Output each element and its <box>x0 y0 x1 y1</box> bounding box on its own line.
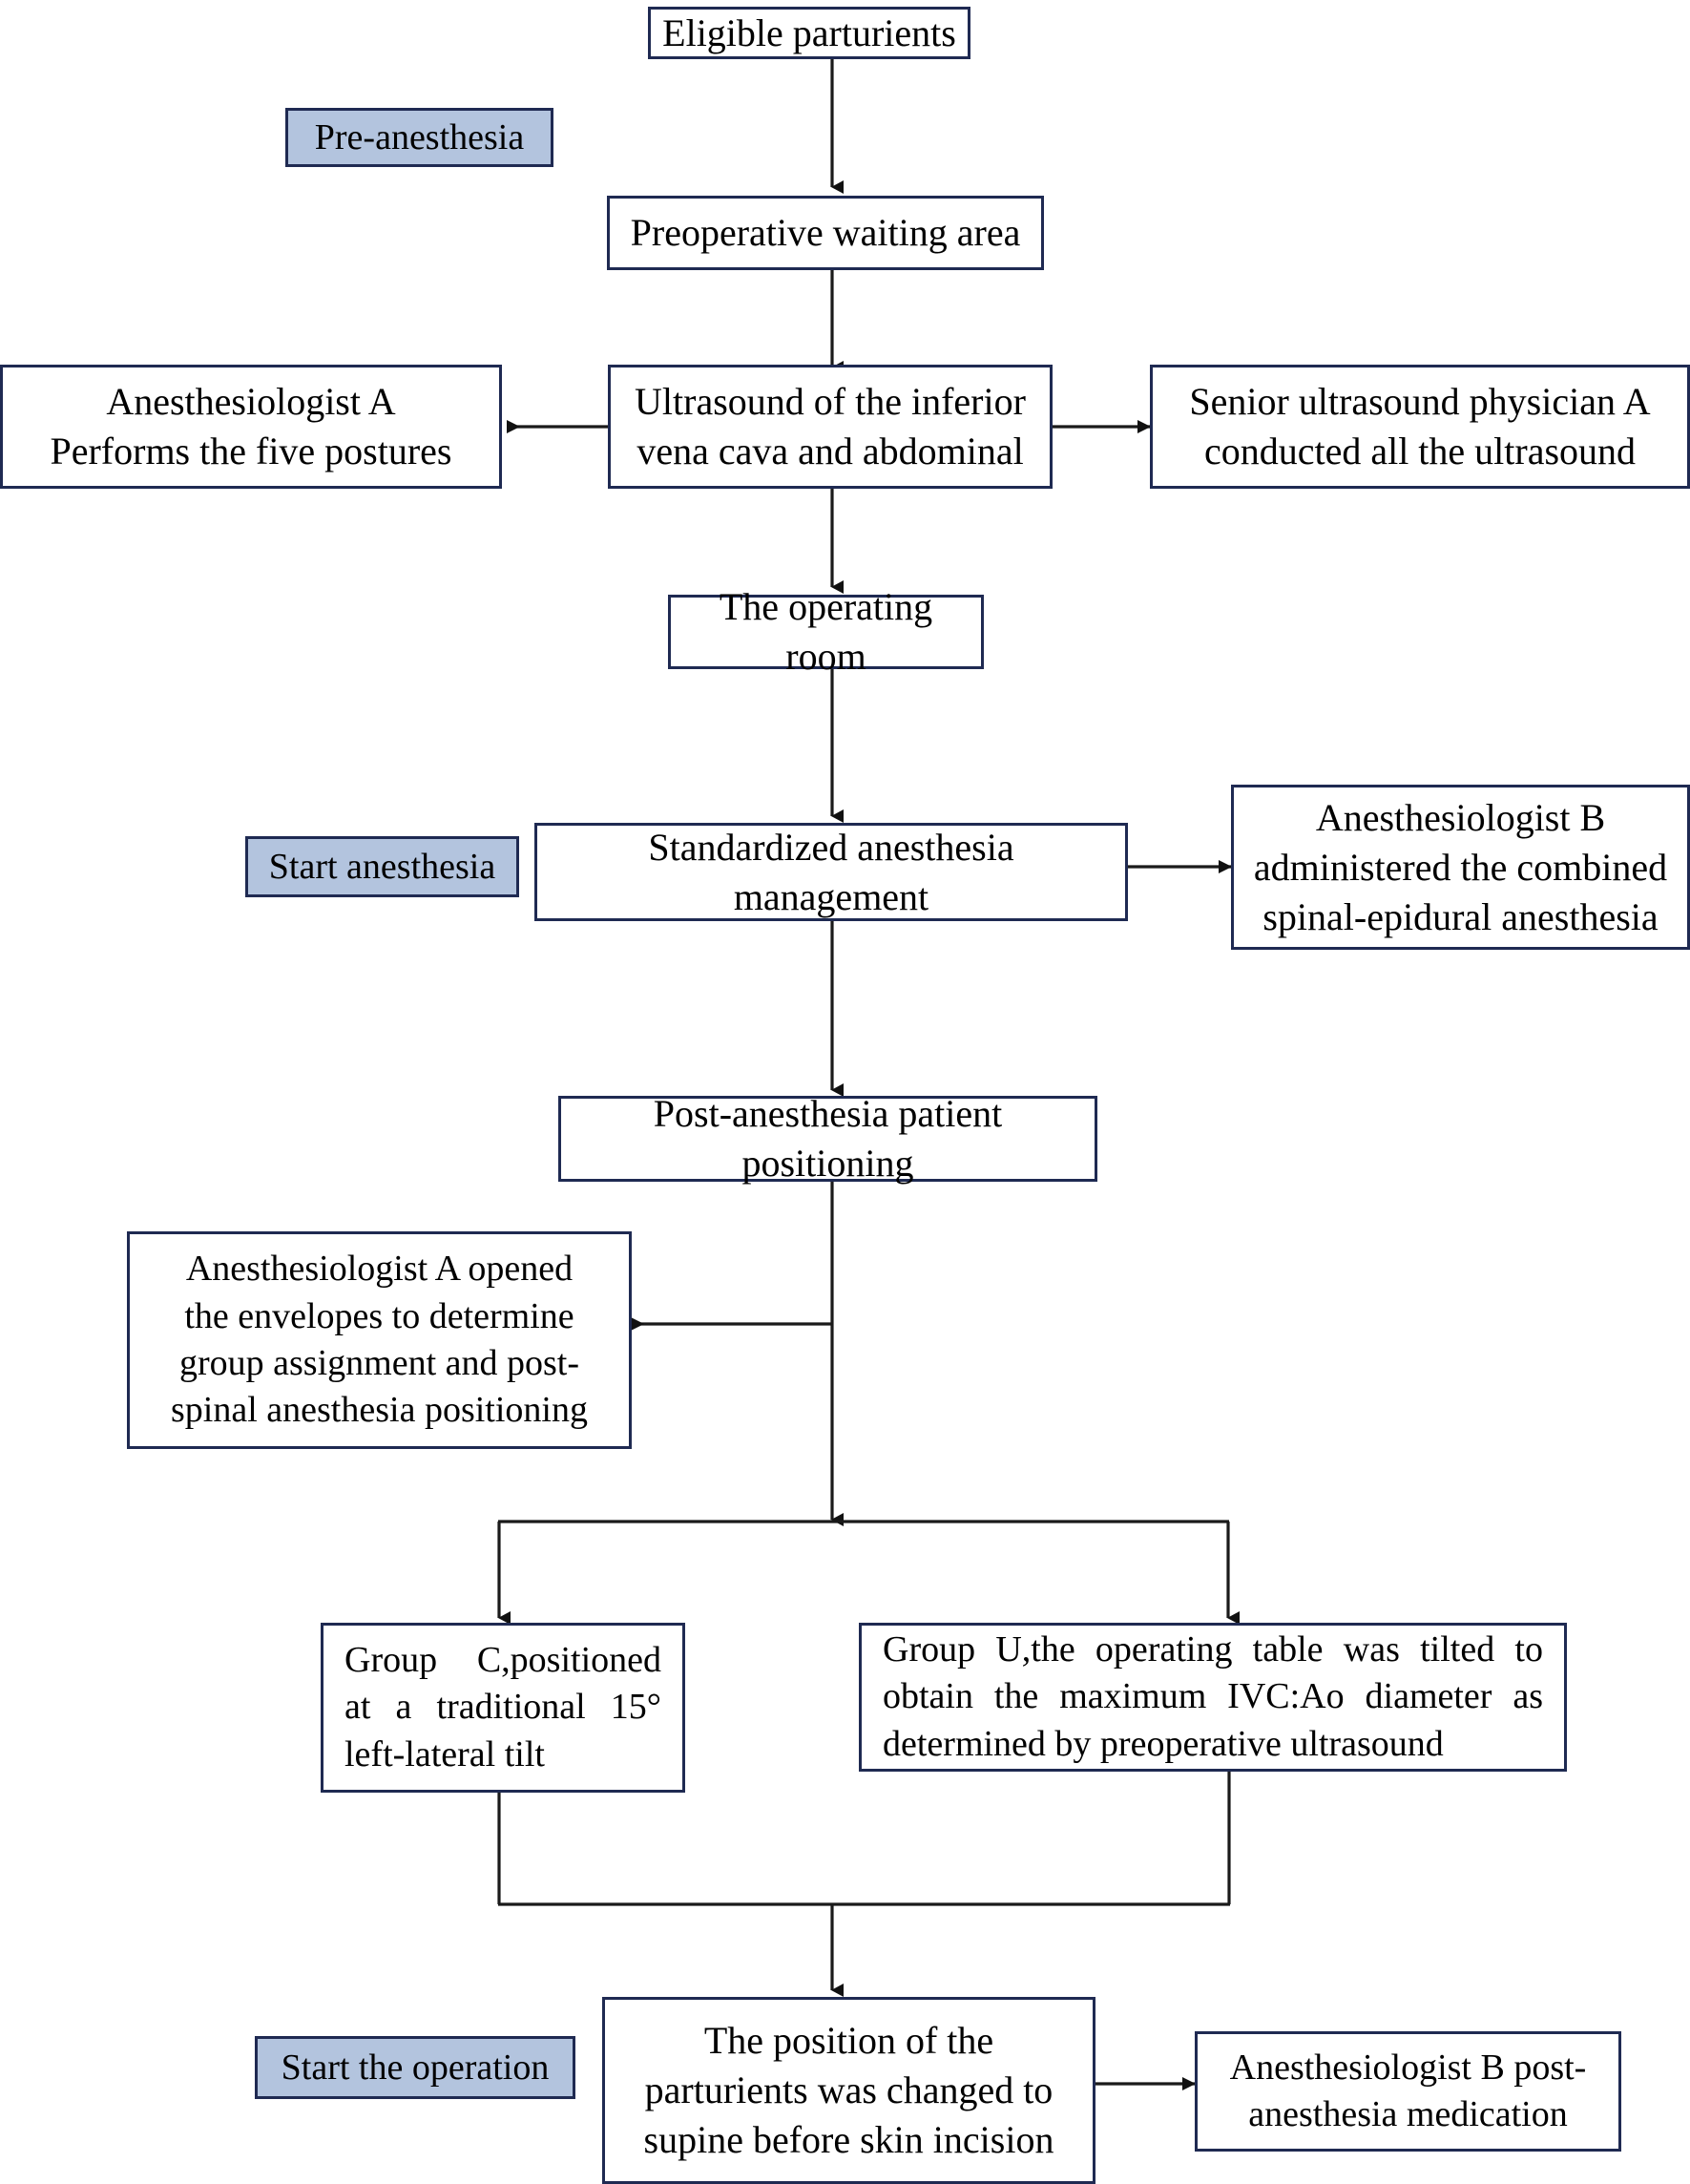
node-the-operating-room: The operating room <box>668 585 984 678</box>
stage-label-pre-anesthesia: Pre-anesthesia <box>285 108 553 167</box>
stage-label-text: Start the operation <box>281 2048 550 2088</box>
node-label: Eligible parturients <box>662 10 956 54</box>
node-anesthesiologist-b-csea: Anesthesiologist B administered the comb… <box>1231 785 1690 950</box>
node-preoperative-waiting-area: Preoperative waiting area <box>607 196 1044 270</box>
node-label: Standardized anesthesia management <box>648 825 1014 918</box>
node-eligible-parturients: Eligible parturients <box>648 7 970 59</box>
node-label: Ultrasound of the inferior vena cava and… <box>635 380 1026 472</box>
node-label: The position of the parturients was chan… <box>643 2019 1054 2161</box>
node-standardized-anesthesia-management: Standardized anesthesia management <box>534 823 1128 921</box>
node-group-c: Group C,positioned at a traditional 15° … <box>321 1623 685 1793</box>
node-post-anesthesia-patient-positioning: Post-anesthesia patient positioning <box>558 1092 1097 1185</box>
node-anesthesiologist-a-envelopes: Anesthesiologist A opened the envelopes … <box>127 1231 632 1449</box>
stage-label-text: Pre-anesthesia <box>314 117 525 158</box>
node-label: Anesthesiologist B administered the comb… <box>1253 795 1668 938</box>
node-label: Post-anesthesia patient positioning <box>653 1092 1003 1185</box>
node-senior-ultrasound-physician: Senior ultrasound physician A conducted … <box>1150 365 1690 489</box>
node-label: Group C,positioned at a traditional 15° … <box>344 1639 661 1774</box>
node-ultrasound-ivc-abdominal: Ultrasound of the inferior vena cava and… <box>608 365 1053 489</box>
node-label: Anesthesiologist A opened the envelopes … <box>171 1249 588 1431</box>
node-position-changed-supine: The position of the parturients was chan… <box>602 1997 1095 2184</box>
node-group-u: Group U,the operating table was tilted t… <box>859 1623 1567 1772</box>
stage-label-start-anesthesia: Start anesthesia <box>245 836 519 897</box>
node-anesthesiologist-a-postures: Anesthesiologist A Performs the five pos… <box>0 365 502 489</box>
node-label: The operating room <box>719 585 933 678</box>
node-label: Senior ultrasound physician A conducted … <box>1189 380 1651 472</box>
node-label: Anesthesiologist B post- anesthesia medi… <box>1229 2047 1587 2134</box>
node-anesthesiologist-b-medication: Anesthesiologist B post- anesthesia medi… <box>1195 2031 1621 2152</box>
node-label: Preoperative waiting area <box>630 211 1021 254</box>
stage-label-text: Start anesthesia <box>268 847 496 887</box>
node-label: Group U,the operating table was tilted t… <box>883 1628 1543 1764</box>
stage-label-start-operation: Start the operation <box>255 2036 575 2099</box>
node-label: Anesthesiologist A Performs the five pos… <box>50 380 452 472</box>
